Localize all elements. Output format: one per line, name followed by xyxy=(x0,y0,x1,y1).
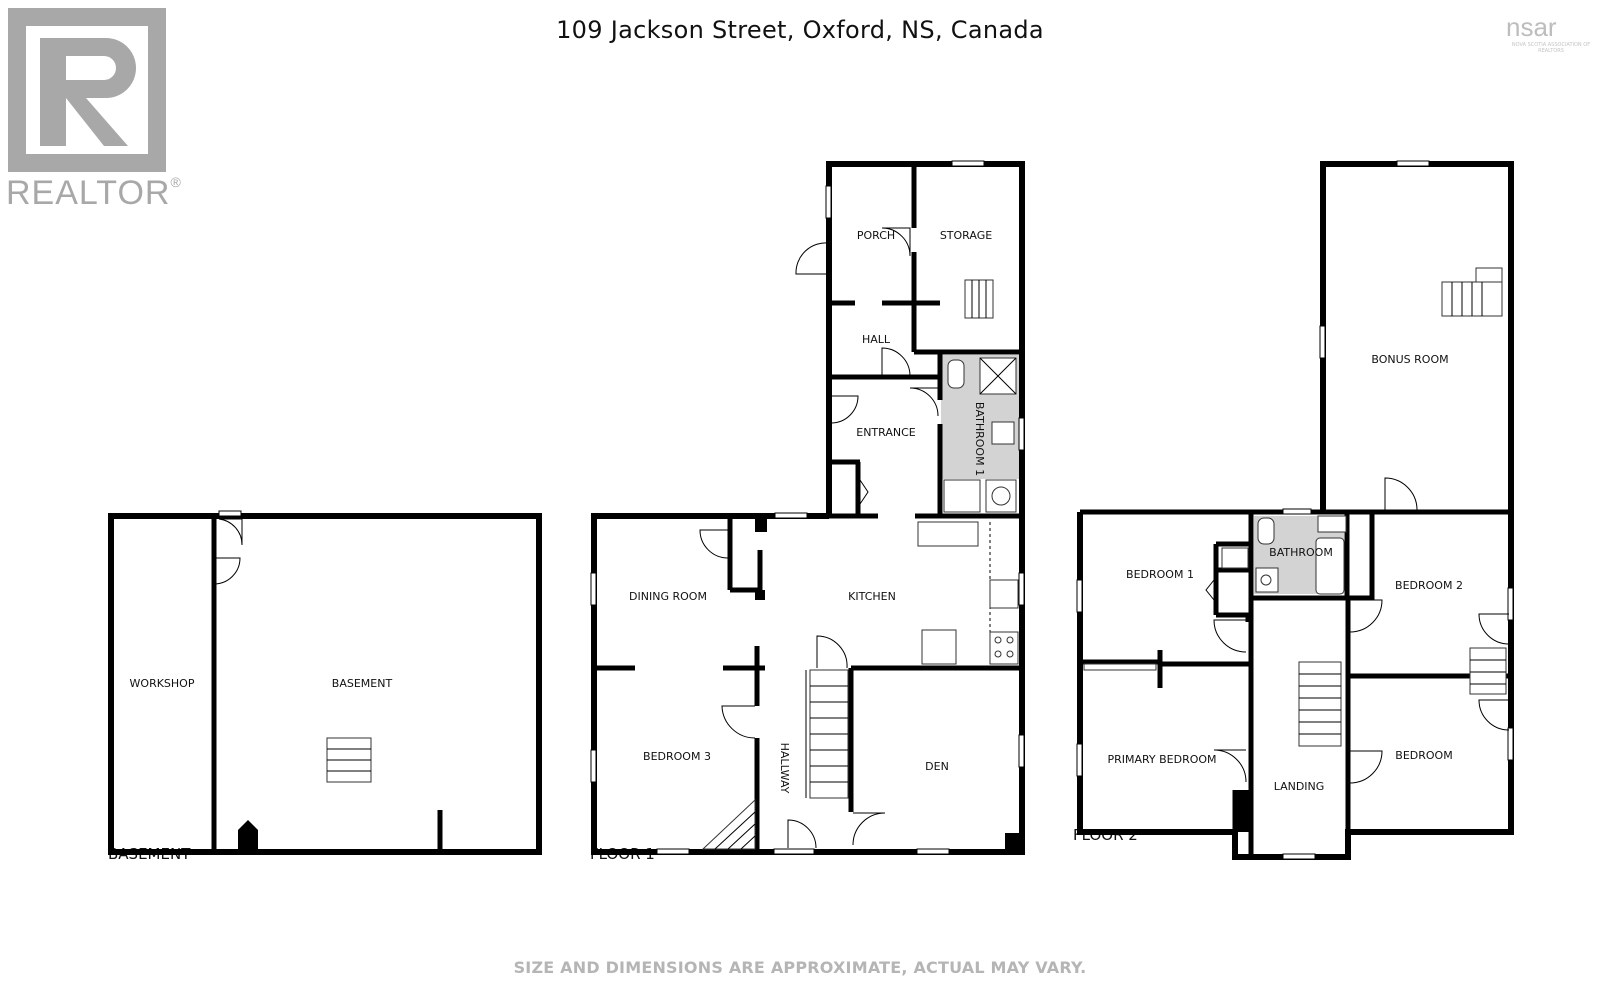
realtor-logo-text: REALTOR® xyxy=(6,174,182,213)
room-primary-bedroom: PRIMARY BEDROOM xyxy=(1107,753,1216,766)
kitchen-counter-icon xyxy=(917,521,1019,665)
winder-stairs-icon xyxy=(701,798,756,850)
room-kitchen: KITCHEN xyxy=(848,590,896,603)
bathroom1-fixtures-icon xyxy=(943,357,1017,513)
floor1-stairs-icon xyxy=(805,669,849,799)
storage-stairs-icon xyxy=(964,279,994,319)
disclaimer-text: SIZE AND DIMENSIONS ARE APPROXIMATE, ACT… xyxy=(513,958,1087,977)
realtor-wordmark: REALTOR xyxy=(6,174,171,212)
room-landing: LANDING xyxy=(1274,780,1325,793)
room-dining-room: DINING ROOM xyxy=(629,590,707,603)
basement-stairs-icon xyxy=(326,737,372,783)
bedroom2-stairs-icon xyxy=(1469,647,1507,695)
bathroom-fixtures-icon xyxy=(1221,515,1347,595)
room-bedroom2: BEDROOM 2 xyxy=(1395,579,1463,592)
room-hallway: HALLWAY xyxy=(778,743,791,794)
chimney-icon xyxy=(238,820,258,852)
room-entrance: ENTRANCE xyxy=(856,426,916,439)
room-basement: BASEMENT xyxy=(332,677,393,690)
realtor-logo-icon xyxy=(8,8,166,172)
registered-mark: ® xyxy=(170,174,182,190)
room-bathroom1: BATHROOM 1 xyxy=(973,402,986,476)
bonus-stairs-icon xyxy=(1441,267,1503,317)
nsar-tagline: NOVA SCOTIA ASSOCIATION OF REALTORS xyxy=(1511,42,1591,54)
landing-stairs-icon xyxy=(1298,661,1342,747)
room-workshop: WORKSHOP xyxy=(130,677,195,690)
page-title: 109 Jackson Street, Oxford, NS, Canada xyxy=(556,16,1044,44)
room-den: DEN xyxy=(925,760,949,773)
room-porch: PORCH xyxy=(857,229,895,242)
room-bathroom: BATHROOM xyxy=(1269,546,1333,559)
room-bedroom3: BEDROOM 3 xyxy=(643,750,711,763)
room-bedroom1: BEDROOM 1 xyxy=(1126,568,1194,581)
room-bedroom: BEDROOM xyxy=(1395,749,1452,762)
room-bonus-room: BONUS ROOM xyxy=(1371,353,1448,366)
nsar-logo-icon: nsar xyxy=(1506,12,1557,42)
room-storage: STORAGE xyxy=(940,229,992,242)
room-hall: HALL xyxy=(862,333,891,346)
